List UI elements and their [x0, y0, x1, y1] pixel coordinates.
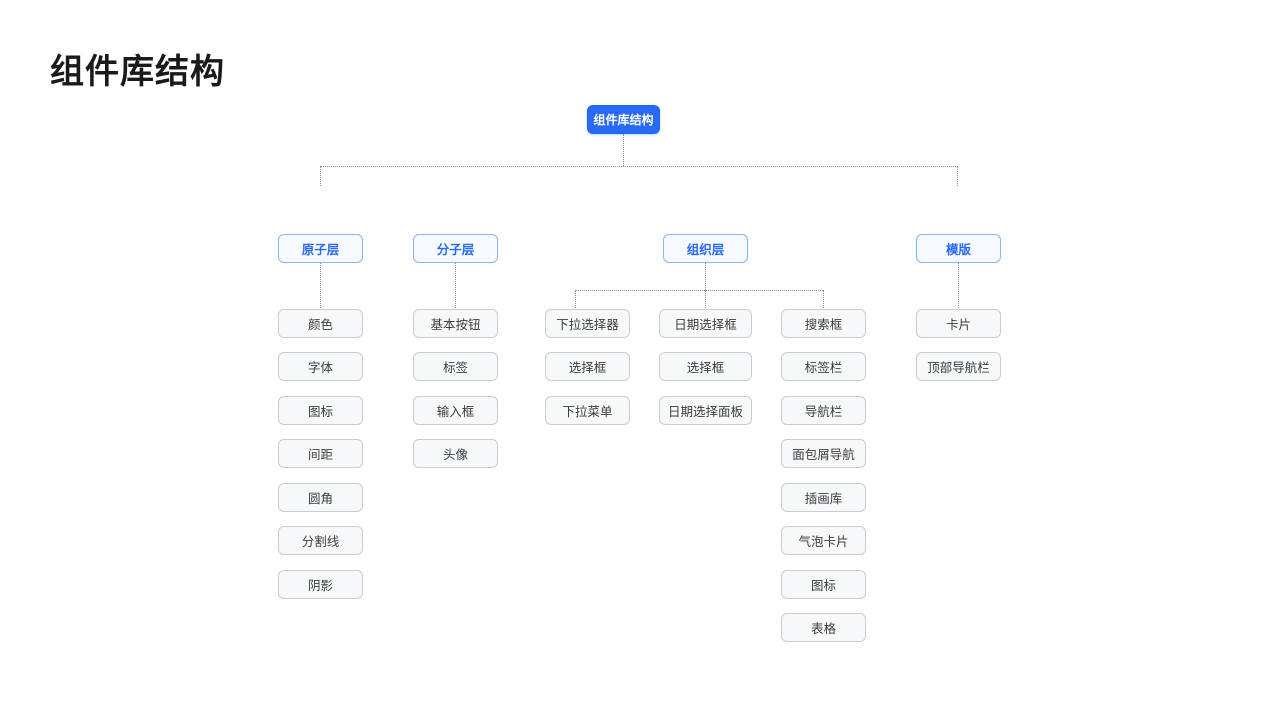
leaf-node[interactable]: 圆角 — [278, 483, 363, 512]
connector-atomic-stem — [320, 263, 321, 310]
leaf-node[interactable]: 图标 — [781, 570, 866, 599]
leaf-node-label: 面包屑导航 — [792, 448, 855, 462]
leaf-node[interactable]: 下拉菜单 — [545, 396, 630, 425]
leaf-node[interactable]: 表格 — [781, 613, 866, 642]
branch-node-template-label: 模版 — [945, 243, 971, 257]
leaf-node-label: 图标 — [307, 405, 333, 419]
connector-drop-atomic — [320, 166, 321, 186]
leaf-node[interactable]: 标签栏 — [781, 352, 866, 381]
leaf-node-label: 间距 — [307, 448, 333, 462]
leaf-node-label: 搜索框 — [804, 318, 843, 332]
connector-organism-drop-3 — [823, 290, 824, 310]
leaf-node-label: 下拉菜单 — [562, 405, 613, 419]
leaf-node[interactable]: 头像 — [413, 439, 498, 468]
leaf-node-label: 卡片 — [945, 318, 971, 332]
leaf-node-label: 气泡卡片 — [798, 535, 849, 549]
branch-node-atomic[interactable]: 原子层 — [278, 234, 363, 263]
leaf-node-label: 导航栏 — [804, 405, 843, 419]
leaf-node-label: 下拉选择器 — [556, 318, 619, 332]
leaf-node-label: 基本按钮 — [430, 318, 481, 332]
leaf-node[interactable]: 分割线 — [278, 526, 363, 555]
connector-drop-template — [957, 166, 958, 186]
connector-organism-bus — [575, 290, 823, 291]
leaf-node-label: 选择框 — [568, 361, 607, 375]
leaf-node[interactable]: 导航栏 — [781, 396, 866, 425]
leaf-node[interactable]: 标签 — [413, 352, 498, 381]
leaf-node[interactable]: 搜索框 — [781, 309, 866, 338]
connector-template-stem — [958, 263, 959, 310]
leaf-node[interactable]: 面包屑导航 — [781, 439, 866, 468]
leaf-node-label: 插画库 — [804, 492, 843, 506]
connector-molecular-stem — [455, 263, 456, 310]
branch-node-molecular-label: 分子层 — [436, 243, 475, 257]
connector-organism-drop-1 — [575, 290, 576, 310]
root-node[interactable]: 组件库结构 — [587, 105, 660, 134]
leaf-node-label: 圆角 — [307, 492, 333, 506]
leaf-node-label: 顶部导航栏 — [927, 361, 990, 375]
leaf-node-label: 分割线 — [301, 535, 340, 549]
leaf-node-label: 头像 — [442, 448, 468, 462]
leaf-node[interactable]: 选择框 — [659, 352, 752, 381]
leaf-node-label: 字体 — [307, 361, 333, 375]
connector-organism-stem — [705, 263, 706, 290]
leaf-node[interactable]: 基本按钮 — [413, 309, 498, 338]
branch-node-organism-label: 组织层 — [686, 243, 725, 257]
leaf-node[interactable]: 卡片 — [916, 309, 1001, 338]
connector-organism-drop-2 — [705, 290, 706, 310]
leaf-node[interactable]: 插画库 — [781, 483, 866, 512]
branch-node-organism[interactable]: 组织层 — [663, 234, 748, 263]
leaf-node-label: 阴影 — [307, 579, 333, 593]
leaf-node-label: 日期选择框 — [674, 318, 737, 332]
leaf-node[interactable]: 选择框 — [545, 352, 630, 381]
leaf-node-label: 标签栏 — [804, 361, 843, 375]
connector-root-stem — [623, 134, 624, 166]
leaf-node-label: 选择框 — [686, 361, 725, 375]
leaf-node-label: 表格 — [810, 622, 836, 636]
leaf-node-label: 日期选择面板 — [667, 405, 743, 419]
leaf-node[interactable]: 图标 — [278, 396, 363, 425]
leaf-node-label: 输入框 — [436, 405, 475, 419]
leaf-node[interactable]: 日期选择面板 — [659, 396, 752, 425]
leaf-node[interactable]: 字体 — [278, 352, 363, 381]
leaf-node[interactable]: 日期选择框 — [659, 309, 752, 338]
leaf-node-label: 标签 — [442, 361, 468, 375]
leaf-node[interactable]: 阴影 — [278, 570, 363, 599]
branch-node-molecular[interactable]: 分子层 — [413, 234, 498, 263]
leaf-node-label: 图标 — [810, 579, 836, 593]
leaf-node-label: 颜色 — [307, 318, 333, 332]
leaf-node[interactable]: 顶部导航栏 — [916, 352, 1001, 381]
connector-level1-bus — [320, 166, 958, 167]
root-node-label: 组件库结构 — [593, 113, 654, 127]
branch-node-atomic-label: 原子层 — [301, 243, 340, 257]
branch-node-template[interactable]: 模版 — [916, 234, 1001, 263]
leaf-node[interactable]: 下拉选择器 — [545, 309, 630, 338]
leaf-node[interactable]: 颜色 — [278, 309, 363, 338]
leaf-node[interactable]: 间距 — [278, 439, 363, 468]
leaf-node[interactable]: 输入框 — [413, 396, 498, 425]
leaf-node[interactable]: 气泡卡片 — [781, 526, 866, 555]
page-title: 组件库结构 — [50, 53, 225, 91]
